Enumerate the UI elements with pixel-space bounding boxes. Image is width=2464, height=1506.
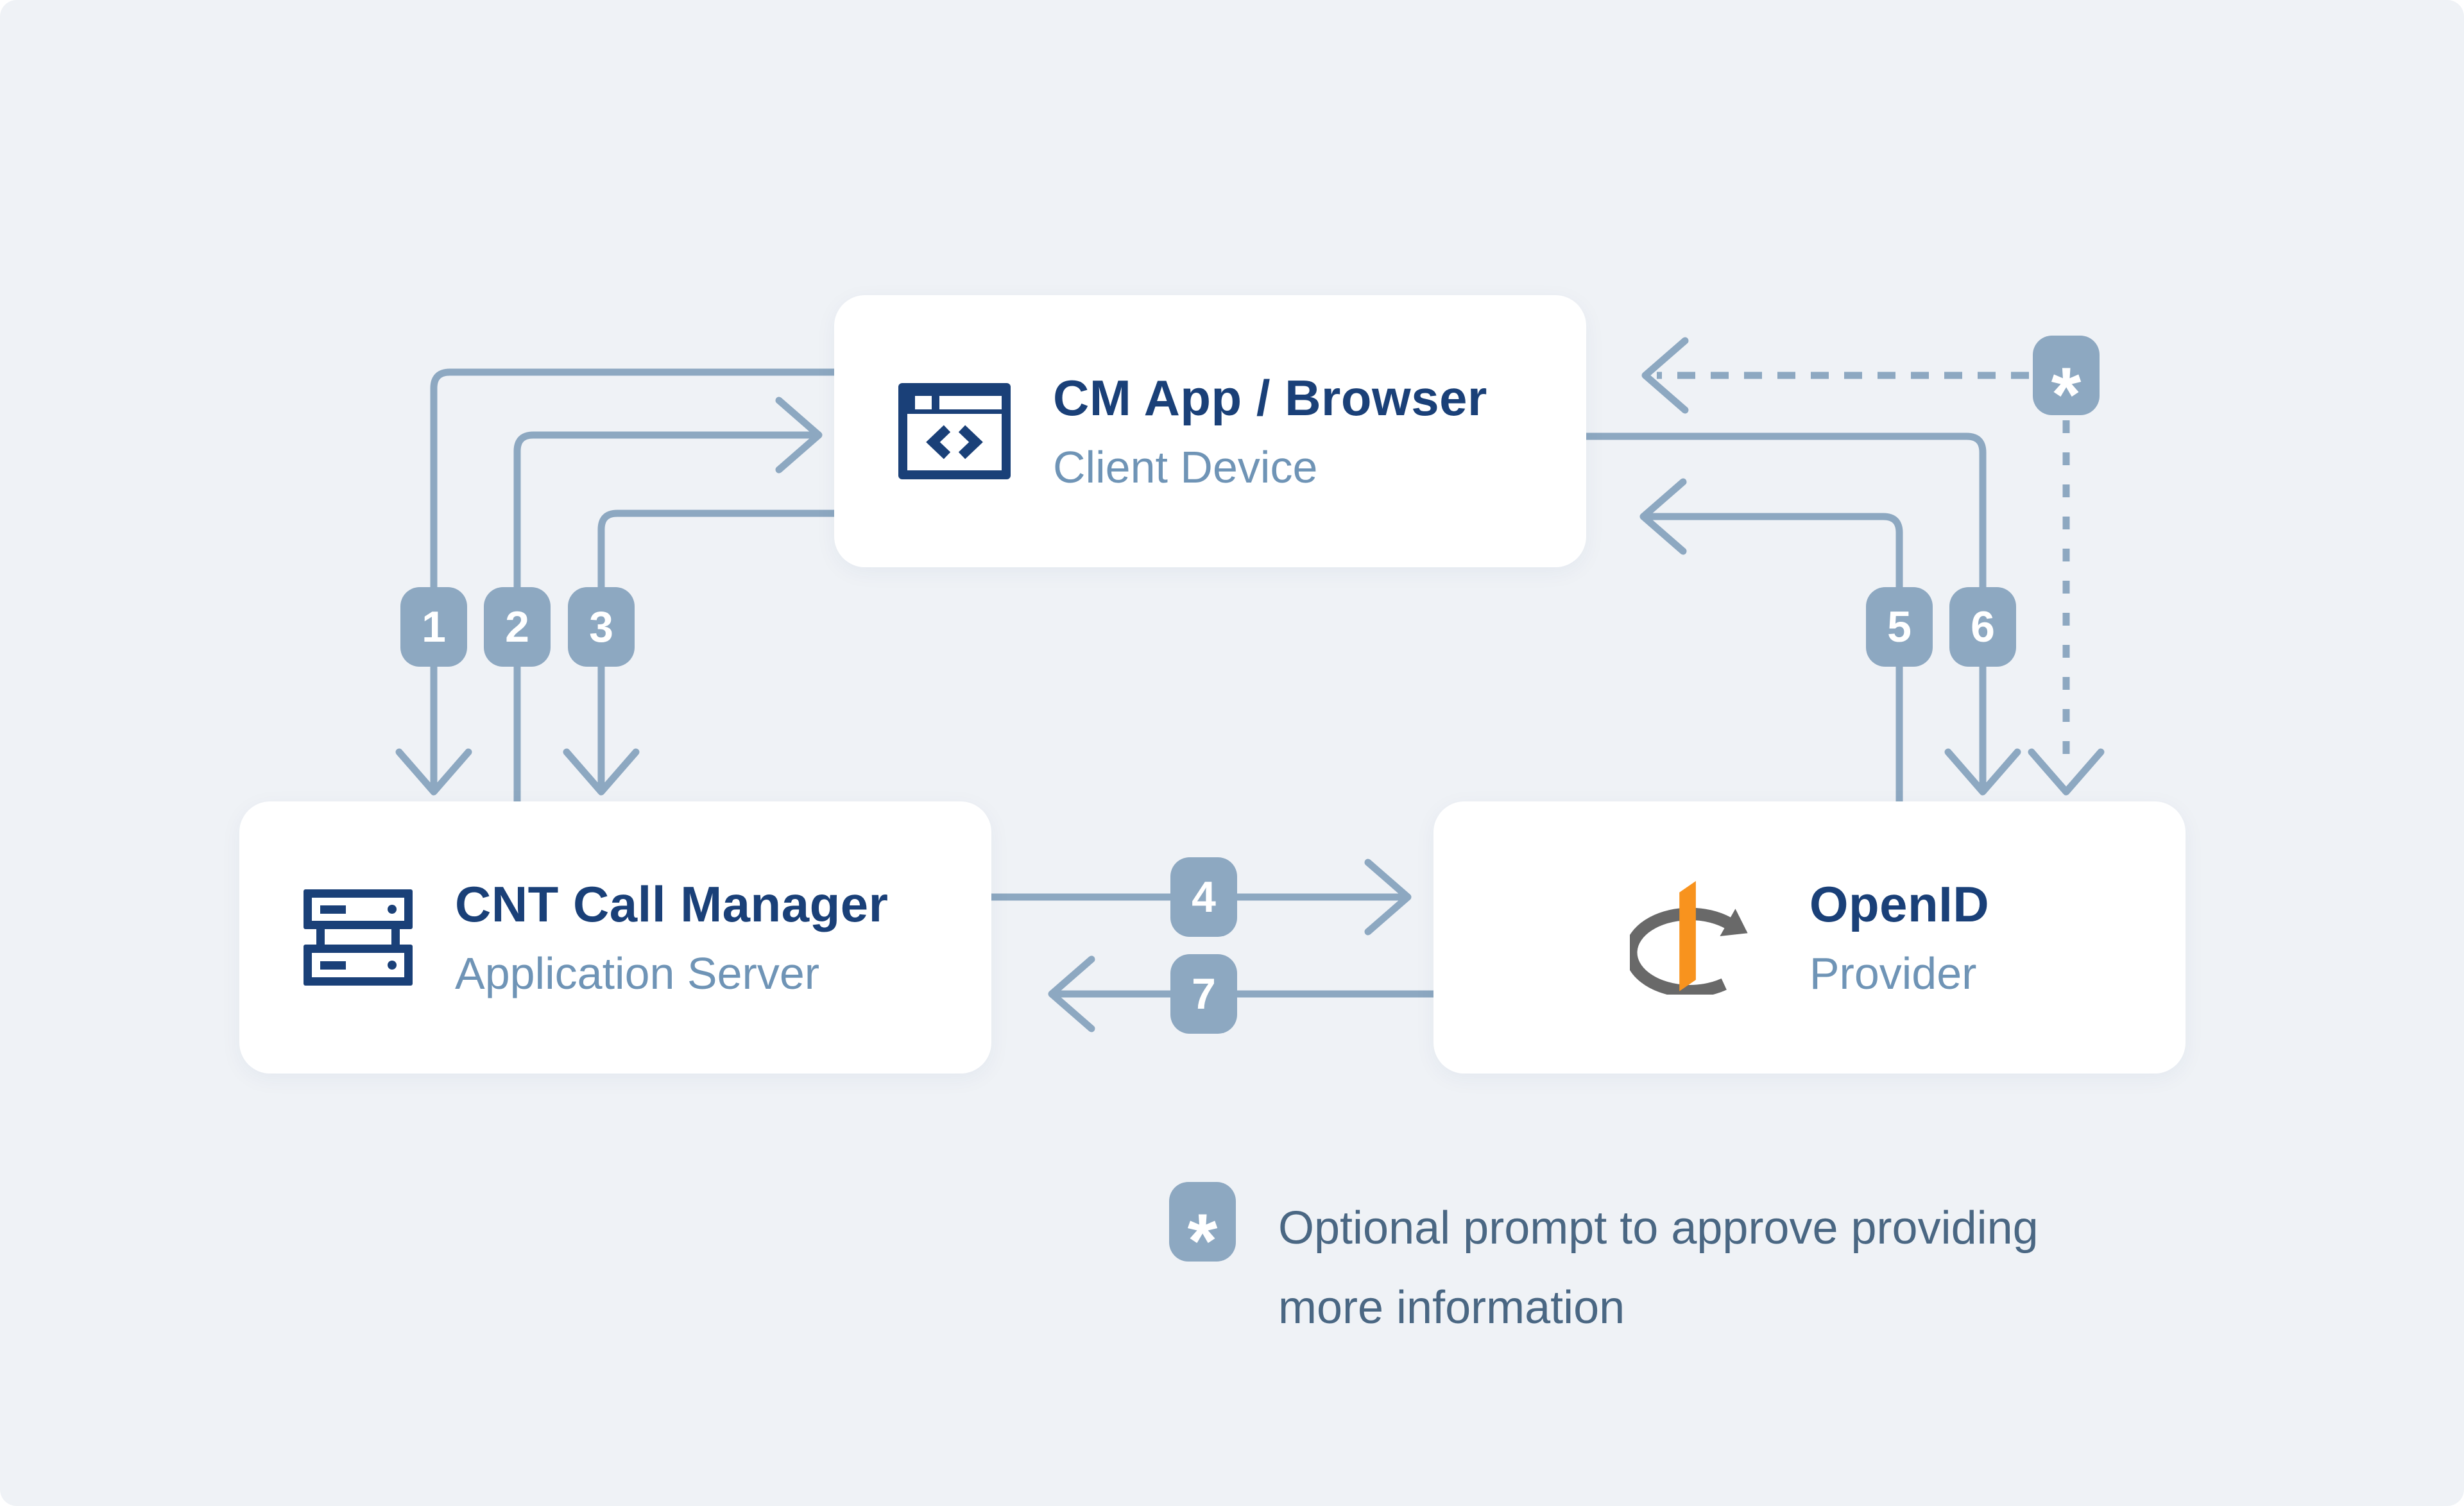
node-title: CM App / Browser [1053,370,1487,426]
step-number: 3 [589,603,613,651]
optional-arrow-to-openid [2028,420,2105,796]
step-badge-1: 1 [400,587,467,667]
footnote-marker-badge: * [1169,1182,1236,1279]
node-openid: OpenID Provider [1433,801,2186,1074]
node-call-manager: CNT Call Manager Application Server [239,801,991,1074]
server-icon [304,889,413,986]
footnote-line-2: more information [1278,1282,1625,1333]
step-number: 4 [1192,873,1216,921]
flow-arrow-7 [1048,955,1437,1032]
step-badge-4: 4 [1170,857,1237,937]
node-subtitle: Client Device [1053,442,1318,492]
optional-step-badge: * [2033,336,2100,433]
step-badge-5: 5 [1866,587,1933,667]
step-number: 5 [1887,603,1912,651]
flow-arrow-5 [1639,478,1903,805]
flow-arrow-3 [563,509,838,796]
node-subtitle: Provider [1809,948,1977,998]
browser-code-icon [898,383,1011,479]
flow-arrow-2 [513,397,823,805]
footnote-line-1: Optional prompt to approve providing [1278,1202,2039,1254]
node-title: OpenID [1809,876,1990,932]
node-subtitle: Application Server [455,948,820,998]
step-badge-2: 2 [484,587,551,667]
step-number: 1 [422,603,446,651]
flow-arrow-6 [1582,432,2021,796]
node-cm-app: CM App / Browser Client Device [834,295,1586,567]
node-title: CNT Call Manager [455,876,889,932]
footnote: Optional prompt to approve providing mor… [1278,1188,2241,1348]
step-badge-6: 6 [1949,587,2016,667]
asterisk-icon: * [2051,352,2082,438]
step-badge-3: 3 [568,587,635,667]
optional-arrow-to-cm-app [1641,337,2029,414]
step-badge-7: 7 [1170,954,1237,1034]
openid-logo-icon [1629,880,1761,995]
asterisk-icon: * [1187,1198,1218,1284]
step-number: 7 [1192,970,1216,1018]
step-number: 6 [1971,603,1995,651]
step-number: 2 [505,603,529,651]
flow-arrow-1 [395,368,838,796]
